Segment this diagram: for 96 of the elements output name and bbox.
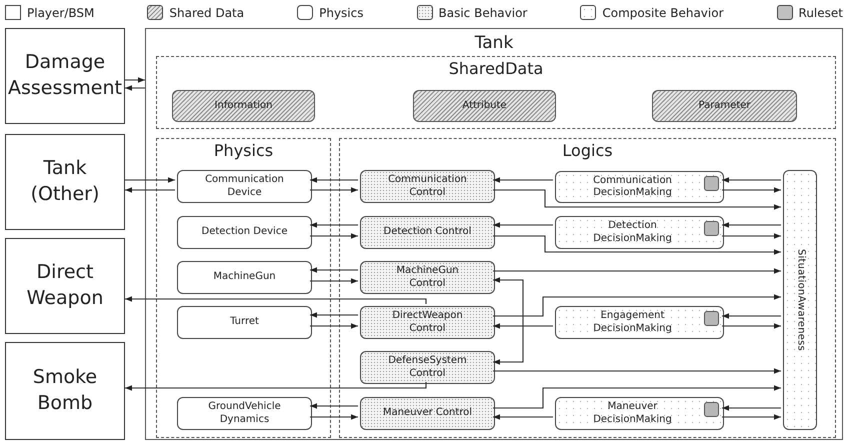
arrow <box>493 385 781 409</box>
physics-box <box>177 170 312 203</box>
node-label: Attribute <box>461 100 508 112</box>
arrow <box>722 233 781 239</box>
behavior-box <box>360 351 495 384</box>
node-label: Tank (Other) <box>30 156 100 207</box>
behavior-box <box>360 216 495 249</box>
arrow <box>125 187 175 193</box>
arrow <box>310 312 358 318</box>
arrow <box>493 323 553 329</box>
legend-label: Basic Behavior <box>438 6 528 20</box>
arrow <box>310 177 358 183</box>
decision-box <box>555 397 724 430</box>
node-label: Detection Control <box>382 226 472 239</box>
arrow <box>493 268 781 274</box>
node-label: Turret <box>229 316 260 329</box>
behavior-box <box>360 170 495 203</box>
node-label: Engagement DecisionMaking <box>592 310 673 335</box>
group-container <box>156 138 331 438</box>
node-label: Information <box>214 100 274 112</box>
arrow <box>310 187 358 193</box>
arrow <box>493 177 553 183</box>
node-label: Communication Device <box>204 174 285 199</box>
legend-label: Ruleset <box>798 6 843 20</box>
arrow <box>310 414 358 420</box>
arrow <box>493 368 781 374</box>
node-label: Smoke Bomb <box>32 365 98 416</box>
arrow <box>722 323 781 329</box>
player-box <box>5 134 125 230</box>
arrow <box>125 382 427 391</box>
behavior-box <box>360 261 495 294</box>
player-box <box>5 238 125 334</box>
arrow <box>125 177 175 183</box>
physics-box <box>177 261 312 294</box>
group-title: Logics <box>561 141 614 161</box>
node-label: Parameter <box>697 100 752 112</box>
arrow <box>722 187 781 193</box>
player-box <box>5 342 125 440</box>
group-title: SharedData <box>448 59 544 79</box>
group-title: Physics <box>212 141 274 161</box>
shared-data-box <box>413 90 556 122</box>
arrow <box>310 323 358 329</box>
awareness-bar <box>783 170 817 430</box>
physics-box <box>177 306 312 339</box>
node-label: Detection DecisionMaking <box>592 220 673 245</box>
arrow <box>493 294 781 317</box>
arrow <box>125 77 145 83</box>
node-label: SituationAwareness <box>794 249 808 351</box>
arrow <box>722 313 781 319</box>
player-box <box>5 28 125 124</box>
arrow <box>310 233 358 239</box>
node-label: MachineGun Control <box>395 265 460 290</box>
node-label: GroundVehicle Dynamics <box>207 401 282 426</box>
arrow <box>722 405 781 411</box>
arrow <box>125 296 427 304</box>
arrow <box>722 414 781 420</box>
arrow <box>125 85 145 91</box>
legend-label: Composite Behavior <box>602 6 724 20</box>
group-container <box>339 138 836 438</box>
system-container <box>145 28 843 440</box>
decision-box <box>555 306 724 339</box>
node-label: Communication Control <box>387 174 468 199</box>
node-label: Direct Weapon <box>26 260 104 311</box>
arrow <box>310 278 358 284</box>
node-label: Communication DecisionMaking <box>592 174 673 200</box>
arrow <box>310 267 358 273</box>
node-label: Damage Assessment <box>7 50 123 101</box>
arrow <box>310 403 358 409</box>
arrow <box>493 277 524 317</box>
decision-box <box>555 216 724 249</box>
shared-data-box <box>652 90 797 122</box>
arrow <box>493 315 524 365</box>
arrow <box>722 222 781 228</box>
arrow <box>493 235 781 255</box>
behavior-box <box>360 397 495 430</box>
group-title: Tank <box>474 33 514 54</box>
group-container <box>156 56 836 129</box>
physics-box <box>177 397 312 430</box>
node-label: MachineGun <box>212 271 277 284</box>
arrow <box>493 222 553 228</box>
arrow <box>722 177 781 183</box>
node-label: Maneuver Control <box>382 407 474 420</box>
legend-label: Physics <box>319 6 364 20</box>
legend-label: Shared Data <box>169 6 244 20</box>
behavior-box <box>360 306 495 339</box>
arrow <box>493 189 781 210</box>
decision-box <box>555 171 724 203</box>
node-label: Maneuver DecisionMaking <box>592 401 673 426</box>
shared-data-box <box>172 90 315 122</box>
node-label: Detection Device <box>200 226 288 239</box>
arrow <box>310 222 358 228</box>
node-label: DirectWeapon Control <box>391 310 464 335</box>
physics-box <box>177 216 312 249</box>
arrow <box>493 414 553 420</box>
legend-label: Player/BSM <box>27 6 94 20</box>
node-label: DefenseSystem Control <box>387 355 468 380</box>
